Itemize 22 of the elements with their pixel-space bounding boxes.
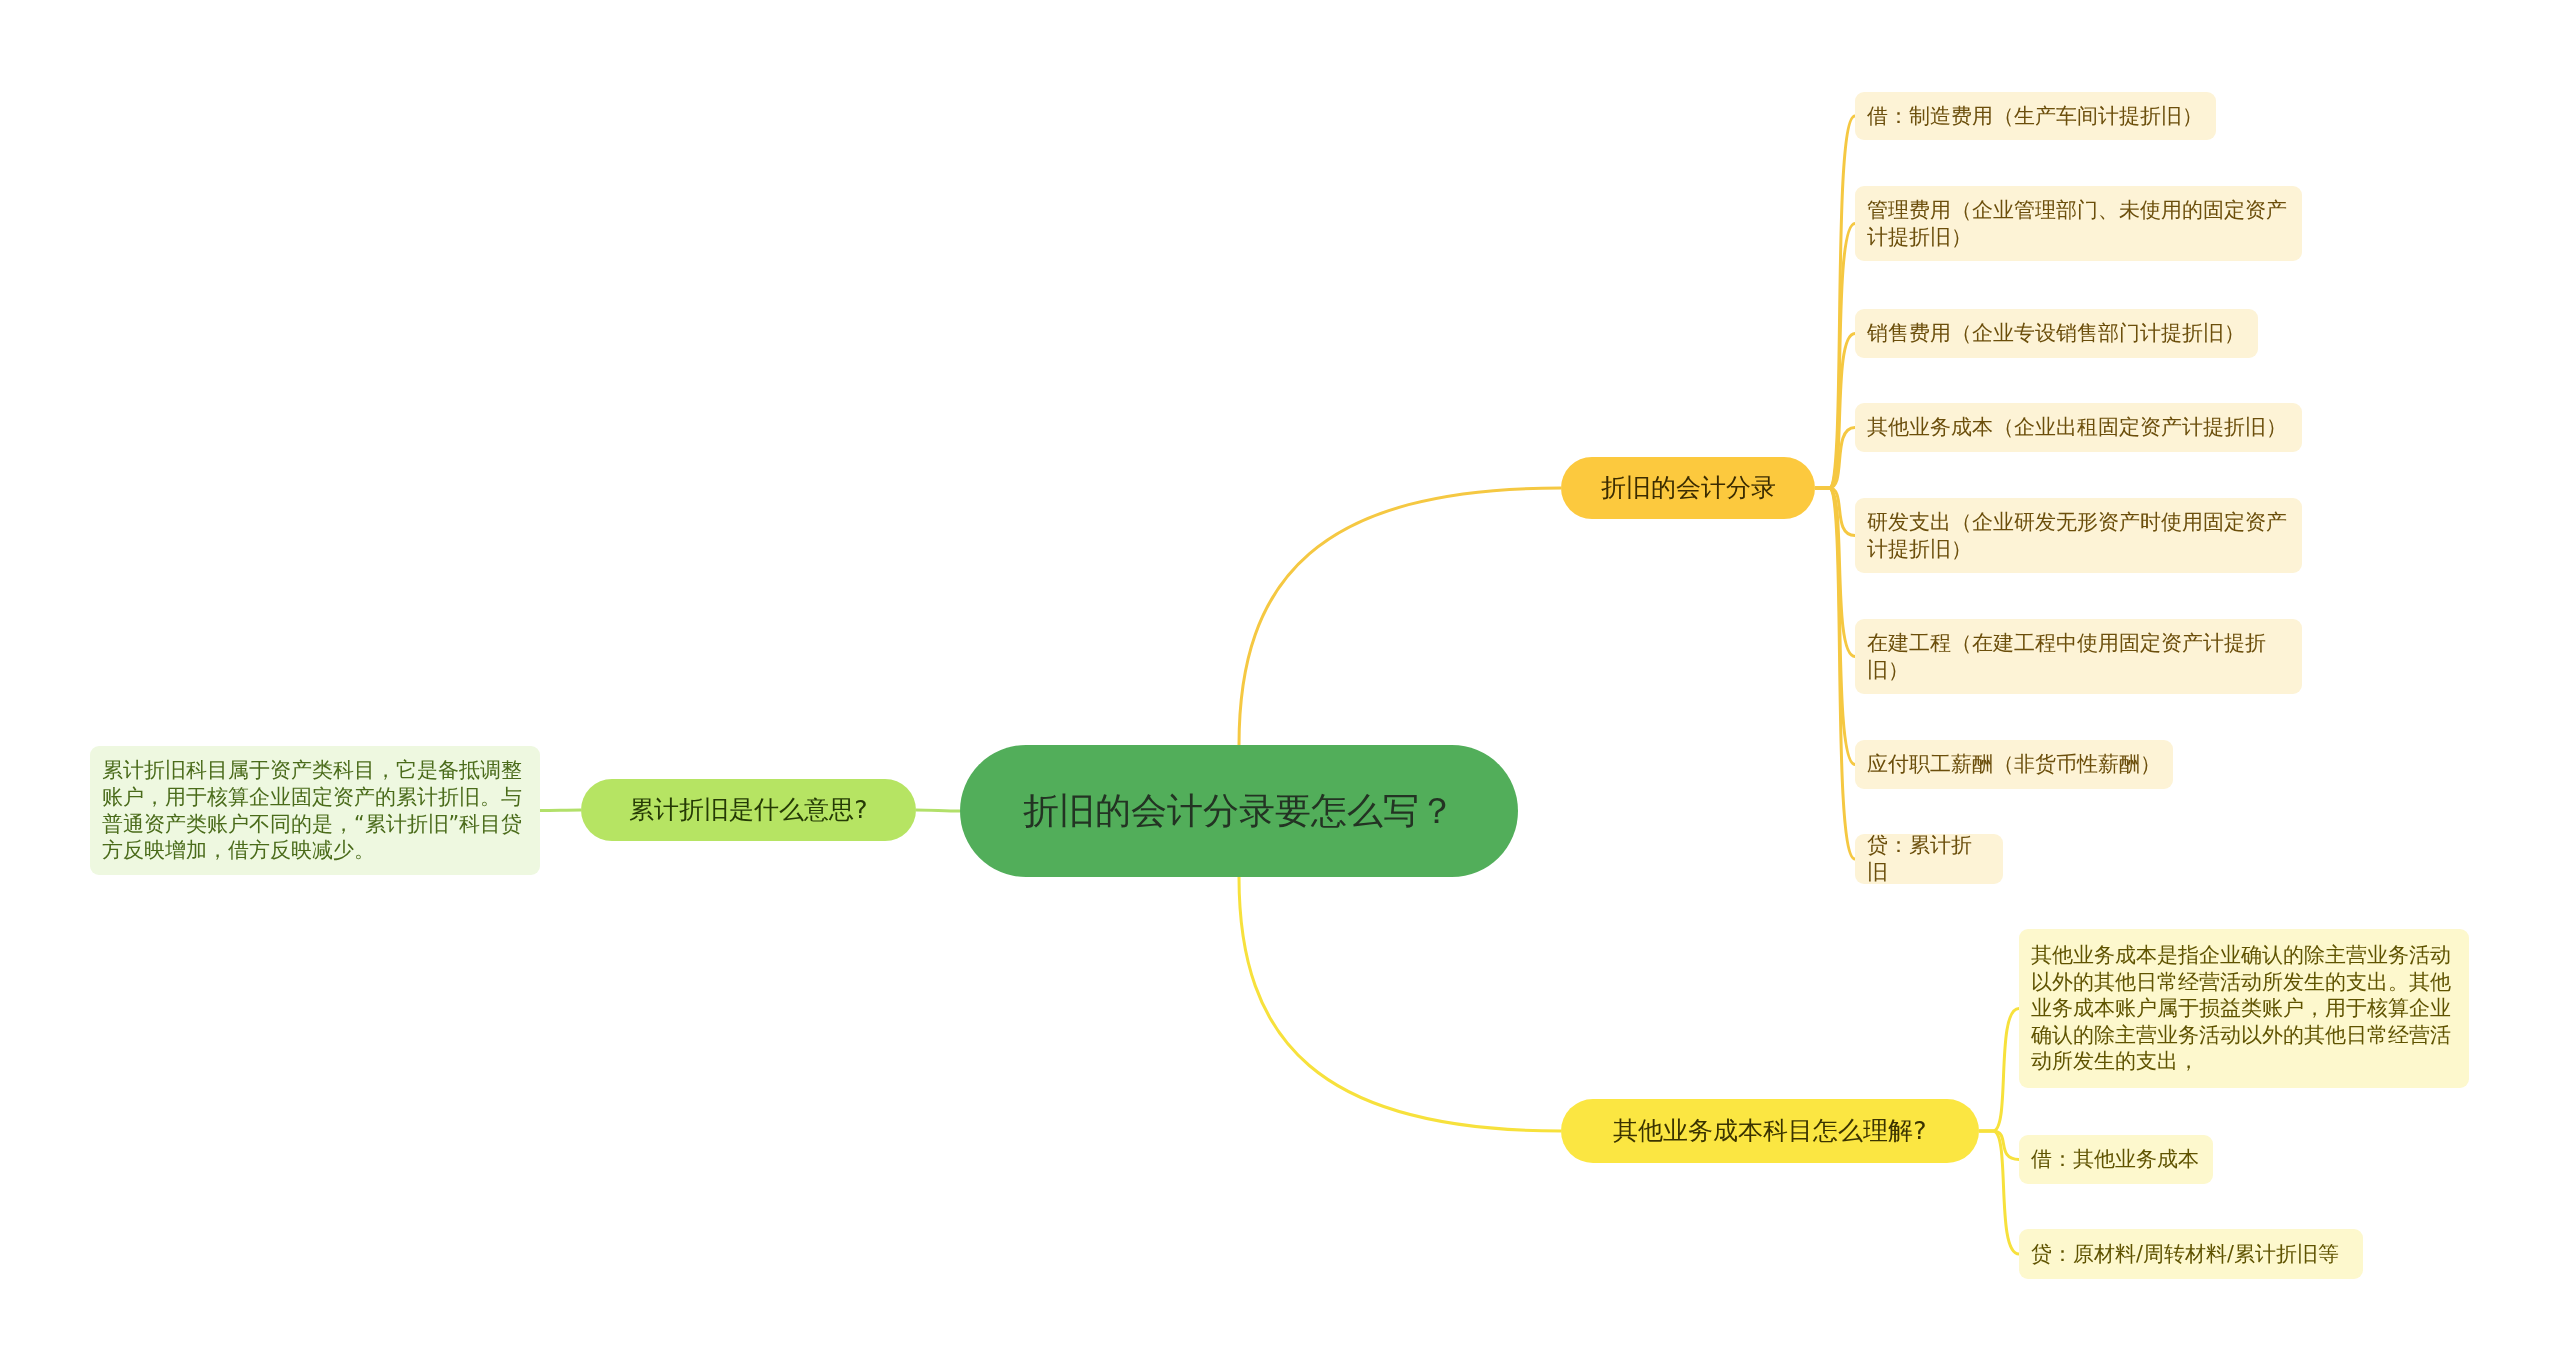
connector-line (1237, 876, 1562, 1133)
branch-topic: 累计折旧是什么意思? (581, 779, 916, 841)
leaf-card: 累计折旧科目属于资产类科目，它是备抵调整账户，用于核算企业固定资产的累计折旧。与普通资产类账户不同的是，“累计折旧”科目贷方反映增加，借方反映减少。 (90, 746, 540, 875)
leaf-card: 借：制造费用（生产车间计提折旧） (1855, 92, 2216, 140)
branch-topic: 折旧的会计分录 (1561, 457, 1815, 519)
connector-line (1979, 1129, 2020, 1256)
leaf-card: 借：其他业务成本 (2019, 1135, 2213, 1184)
connector-line (540, 808, 581, 812)
leaf-card: 管理费用（企业管理部门、未使用的固定资产计提折旧） (1855, 186, 2302, 261)
leaf-card: 贷：累计折旧 (1855, 834, 2003, 884)
central-topic: 折旧的会计分录要怎么写？ (960, 745, 1518, 877)
connector-line (1815, 486, 1857, 860)
leaf-card: 其他业务成本（企业出租固定资产计提折旧） (1855, 403, 2302, 452)
leaf-card: 应付职工薪酬（非货币性薪酬） (1855, 740, 2173, 789)
leaf-card: 销售费用（企业专设销售部门计提折旧） (1855, 309, 2258, 358)
branch-topic: 其他业务成本科目怎么理解? (1561, 1099, 1979, 1163)
leaf-card: 贷：原材料/周转材料/累计折旧等 (2019, 1229, 2363, 1279)
leaf-card: 其他业务成本是指企业确认的除主营业务活动以外的其他日常经营活动所发生的支出。其他业务成本账户属于损益类账户，用于核算企业确认的除主营业务活动以外的其他日常经营活动所发生的支出， (2019, 929, 2469, 1088)
connector-line (1237, 486, 1562, 746)
connector-line (916, 808, 960, 813)
leaf-card: 在建工程（在建工程中使用固定资产计提折旧） (1855, 619, 2302, 694)
leaf-card: 研发支出（企业研发无形资产时使用固定资产计提折旧） (1855, 498, 2302, 573)
